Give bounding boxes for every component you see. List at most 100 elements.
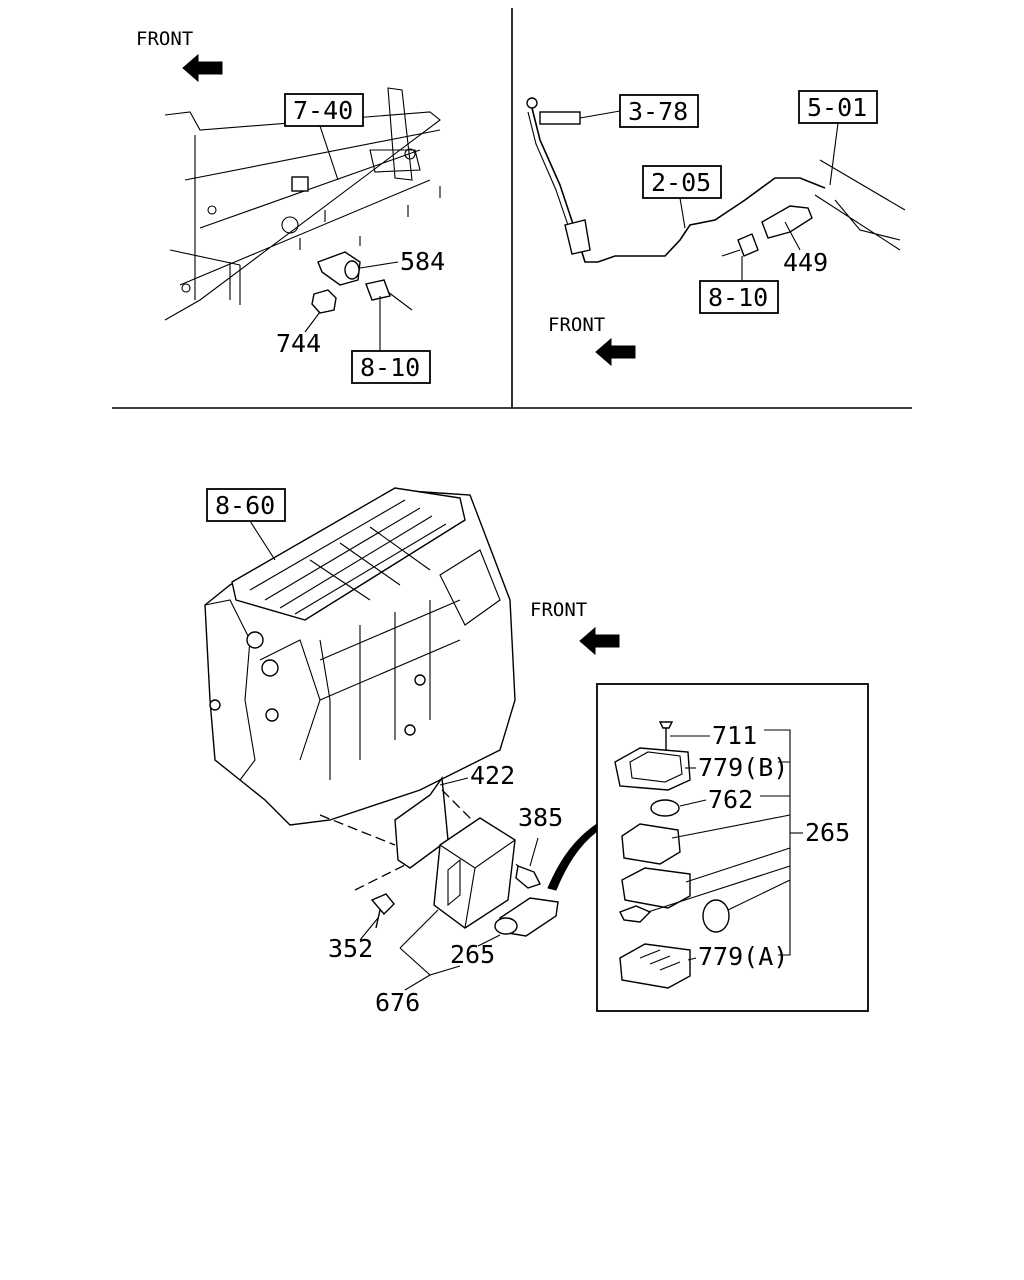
hvac-grille xyxy=(249,499,447,615)
ref-2-05-box xyxy=(642,165,722,199)
part-584-connector xyxy=(344,260,360,280)
inset-case-middle xyxy=(621,867,691,909)
ref-7-40-label: 7-40 xyxy=(293,96,353,125)
cross-member xyxy=(164,111,441,321)
part-762-label: 762 xyxy=(708,785,753,814)
leader-449 xyxy=(784,221,801,251)
mount-dash-1 xyxy=(319,814,396,846)
plate-small xyxy=(291,176,309,192)
assembly-bracket xyxy=(760,729,791,956)
front-label-3: FRONT xyxy=(530,599,587,621)
cable-parallel xyxy=(527,111,572,235)
boss-1-icon xyxy=(246,631,264,649)
part-779a-base xyxy=(619,943,691,989)
hole-1-icon xyxy=(404,148,416,160)
bracket-upper xyxy=(369,87,421,181)
part-449-label: 449 xyxy=(783,248,828,277)
leader-352 xyxy=(359,917,379,941)
part-744-nut xyxy=(311,289,337,314)
part-385-bolt xyxy=(515,865,541,889)
leader-7-40 xyxy=(319,125,339,181)
connector-right-wire xyxy=(721,249,741,257)
front-label-2: FRONT xyxy=(548,314,605,336)
hvac-left-housing xyxy=(204,599,321,781)
part-711-screw xyxy=(658,721,674,752)
leader-676 xyxy=(399,909,461,991)
part-449-cable xyxy=(761,205,813,239)
panel-inset: 711 779(B) 762 779(A) 265 xyxy=(596,683,869,1012)
leader-2-05 xyxy=(679,197,686,229)
sensor-end xyxy=(564,219,591,255)
boss-2-icon xyxy=(261,659,279,677)
part-352-label: 352 xyxy=(328,934,373,963)
part-711-label: 711 xyxy=(712,721,757,750)
ref-8-10-box-left xyxy=(351,350,431,384)
boss-4-icon xyxy=(209,699,221,711)
cable-2-05 xyxy=(531,107,826,263)
leader-3-78 xyxy=(579,110,621,119)
part-779b-label: 779(B) xyxy=(698,753,788,782)
ref-8-60-label: 8-60 xyxy=(215,491,275,520)
ref-5-01-box xyxy=(798,90,878,124)
boss-6-icon xyxy=(404,724,416,736)
inset-o-ring xyxy=(702,899,730,933)
part-779b-inner xyxy=(629,751,683,783)
ref-8-10-label-left: 8-10 xyxy=(360,353,420,382)
stud-row xyxy=(299,186,441,250)
connector-wire xyxy=(387,291,413,311)
inset-key-blade xyxy=(619,905,652,923)
ref-5-01-label: 5-01 xyxy=(807,93,867,122)
hvac-side-duct xyxy=(439,549,501,626)
part-352-screw xyxy=(370,893,395,929)
part-744-label: 744 xyxy=(276,329,321,358)
part-762-battery xyxy=(650,799,680,817)
leader-8-60 xyxy=(249,520,276,561)
hole-3-icon xyxy=(207,205,217,215)
ref-8-60-box xyxy=(206,488,286,522)
part-265-inset-label: 265 xyxy=(805,818,850,847)
part-422-label: 422 xyxy=(470,761,515,790)
front-arrow-1-icon xyxy=(182,53,223,83)
terminal-top-icon xyxy=(526,97,538,109)
panel-top-left: FRONT 584 744 7-40 8-10 xyxy=(136,28,445,384)
part-265-keyring xyxy=(494,917,518,935)
part-265-label: 265 xyxy=(450,940,495,969)
ref-3-78-label: 3-78 xyxy=(628,97,688,126)
panel-top-right: 449 3-78 2-05 5-01 8-10 FRONT xyxy=(526,90,906,367)
hvac-top-frame xyxy=(231,487,466,621)
connector-8-10 xyxy=(365,279,391,301)
mount-dash-2 xyxy=(354,864,406,891)
hole-2-icon xyxy=(281,216,299,234)
ref-7-40-box xyxy=(284,93,364,127)
leader-744 xyxy=(304,311,321,333)
leader-762 xyxy=(679,799,707,807)
frame-rail xyxy=(814,159,906,251)
callout-arrow-icon xyxy=(547,820,602,891)
ref-8-10-box-right xyxy=(699,280,779,314)
connector-right xyxy=(737,233,759,257)
leader-584 xyxy=(359,261,399,269)
ref-2-05-label: 2-05 xyxy=(651,168,711,197)
front-label-1: FRONT xyxy=(136,28,193,50)
part-385-label: 385 xyxy=(518,803,563,832)
part-779a-detail xyxy=(639,949,681,971)
part-779a-label: 779(A) xyxy=(698,942,788,971)
leader-422 xyxy=(439,777,469,786)
inset-leader-lines xyxy=(647,814,791,913)
part-676-label: 676 xyxy=(375,988,420,1017)
ref-8-10-label-right: 8-10 xyxy=(708,283,768,312)
front-arrow-2-icon xyxy=(595,337,636,367)
part-584-label: 584 xyxy=(400,247,445,276)
part-676-face xyxy=(439,839,516,929)
hole-4-icon xyxy=(181,283,191,293)
inset-circuit-holder xyxy=(621,823,681,865)
leader-779a xyxy=(687,957,697,961)
hvac-core-panel xyxy=(319,599,461,780)
leader-5-01 xyxy=(829,122,839,186)
clip-3-78 xyxy=(539,111,581,125)
panel-bottom: 8-60 FRONT 422 385 352 265 676 xyxy=(204,487,620,1017)
boss-5-icon xyxy=(414,674,426,686)
leader-265 xyxy=(477,934,501,947)
boss-3-icon xyxy=(265,708,279,722)
